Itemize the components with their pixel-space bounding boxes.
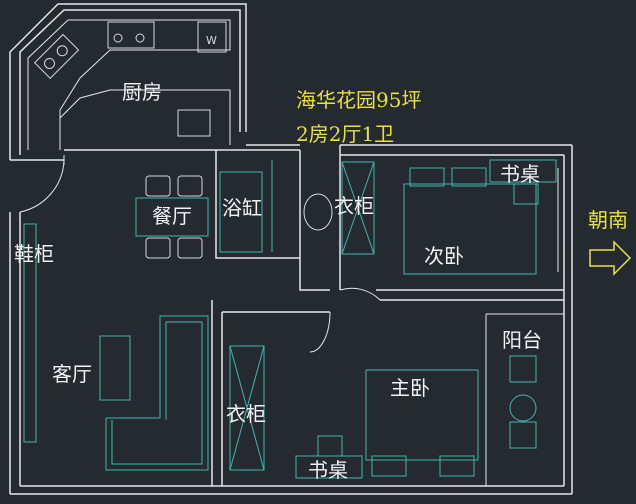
toilet-icon	[303, 193, 333, 231]
room-label-desk-top: 书桌	[500, 162, 540, 186]
plan-title: 海华花园95坪	[296, 88, 422, 112]
stove-icon	[33, 33, 80, 80]
outer-walls	[9, 3, 573, 495]
sink-icon	[107, 21, 155, 49]
dining-furniture	[135, 175, 209, 259]
door-arc	[339, 287, 381, 301]
wardrobe-top-icon	[341, 161, 375, 255]
master-bedroom-furniture	[229, 345, 479, 479]
fridge-icon	[177, 109, 211, 137]
living-room-furniture	[99, 315, 209, 471]
shoe-cabinet-shape	[23, 223, 37, 443]
orientation-label: 朝南	[588, 208, 628, 232]
room-label-desk-bottom: 书桌	[308, 458, 348, 482]
svg-text:W: W	[206, 34, 217, 47]
room-label-wardrobe-bottom: 衣柜	[226, 402, 266, 426]
room-label-balcony: 阳台	[502, 328, 542, 352]
room-label-wardrobe-top: 衣柜	[334, 194, 374, 218]
room-label-kitchen: 厨房	[122, 80, 162, 104]
interior-walls	[19, 145, 564, 486]
wardrobe-bottom-icon	[229, 345, 265, 471]
room-label-master-bedroom: 主卧	[390, 376, 430, 400]
balcony-fixtures	[509, 355, 537, 449]
second-bedroom-furniture	[403, 159, 559, 275]
room-label-shoe-cabinet: 鞋柜	[14, 242, 54, 266]
door-arc	[309, 311, 331, 353]
washing-machine-icon	[197, 21, 227, 53]
arrow-right-icon	[589, 240, 632, 276]
kitchen-walls: W	[27, 19, 300, 151]
room-label-bathtub: 浴缸	[222, 196, 262, 220]
room-label-living-room: 客厅	[52, 362, 92, 386]
bathroom-fixtures	[219, 160, 375, 255]
plan-subtitle: 2房2厅1卫	[296, 122, 395, 146]
room-label-second-bedroom: 次卧	[424, 244, 464, 268]
entry-door-arc	[19, 159, 65, 213]
room-label-dining: 餐厅	[152, 204, 192, 228]
